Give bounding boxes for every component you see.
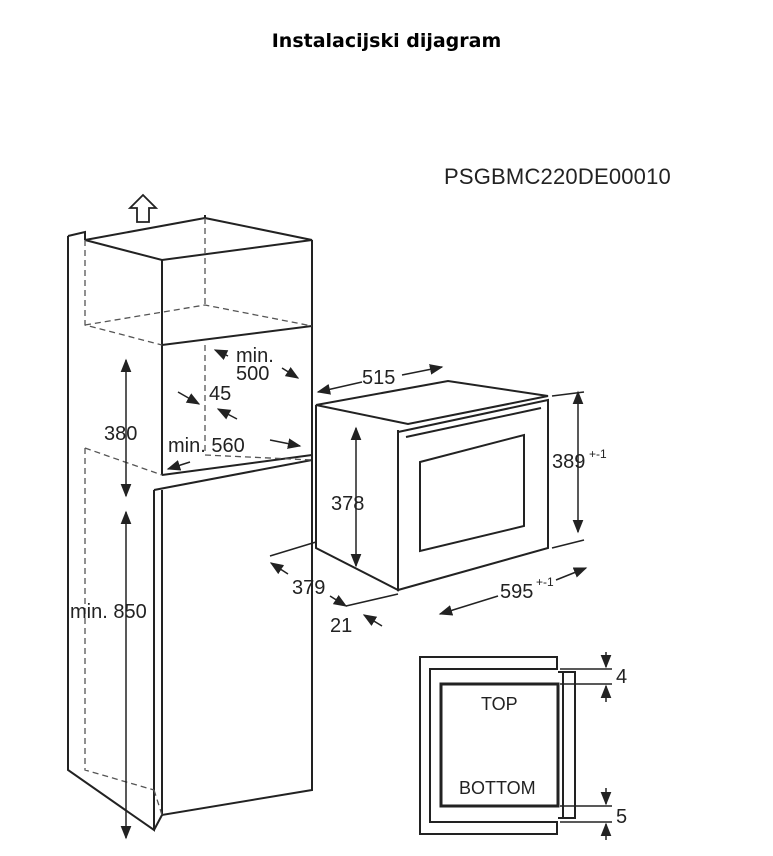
cabinet-height-label: min. 850 <box>70 601 147 623</box>
appliance-body-depth-arrow-left <box>269 562 289 575</box>
appliance-depth-label: 515 <box>362 367 395 389</box>
niche-height-label: 380 <box>104 423 137 445</box>
page-title: Instalacijski dijagram <box>271 30 502 52</box>
model-code: PSGBMC220DE00010 <box>444 164 671 189</box>
appliance-height-label: 389 <box>552 451 585 473</box>
top-label: TOP <box>481 694 518 714</box>
appliance-width-arrow-left <box>438 595 499 616</box>
niche-width-arrow-left <box>166 460 191 471</box>
frame-depth-label: 21 <box>330 615 352 637</box>
appliance-height-tolerance: +-1 <box>589 447 607 461</box>
cabinet-hidden-lines <box>84 218 313 816</box>
appliance <box>315 379 549 592</box>
bottom-label: BOTTOM <box>459 778 536 798</box>
appliance-front-frame <box>397 398 549 592</box>
appliance-body-height-label: 378 <box>331 493 364 515</box>
niche-depth-min-label: min. <box>236 345 274 367</box>
top-gap-label: 4 <box>616 666 627 688</box>
appliance-width-tolerance: +-1 <box>536 575 554 589</box>
appliance-window <box>419 433 525 553</box>
vent-gap-arrow-right <box>216 408 238 420</box>
appliance-depth-arrow-right <box>401 364 444 376</box>
appliance-width-label: 595 <box>500 581 533 603</box>
cabinet-side-panel <box>67 236 155 832</box>
up-arrow-icon <box>127 193 159 223</box>
niche-depth-arrow-left <box>213 349 229 360</box>
bottom-gap-label: 5 <box>616 806 627 828</box>
vent-gap-label: 45 <box>209 383 231 405</box>
section-view <box>419 656 576 835</box>
niche-width-label: min. 560 <box>168 435 245 457</box>
appliance-body-depth-label: 379 <box>292 577 325 599</box>
section-appliance-box <box>439 682 560 808</box>
vent-gap-arrow-left <box>177 391 201 405</box>
appliance-body-depth-arrow-right <box>329 594 348 607</box>
cabinet <box>67 215 313 832</box>
niche-depth-value-label: 500 <box>236 363 269 385</box>
appliance-width-arrow-right <box>555 567 588 581</box>
frame-depth-arrow <box>362 614 383 627</box>
appliance-depth-arrow-left <box>316 381 363 395</box>
niche-depth-arrow-right <box>281 366 300 379</box>
niche-width-arrow-right <box>269 438 302 449</box>
